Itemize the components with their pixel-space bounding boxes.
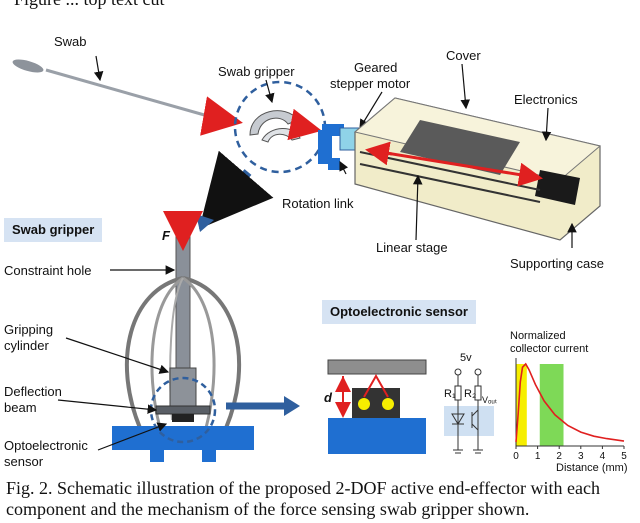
label-optoelectronic: Optoelectronic	[4, 438, 88, 453]
housing-part	[353, 97, 602, 241]
label-swab-gripper: Swab gripper	[218, 64, 295, 79]
chart-band-green	[539, 364, 564, 446]
chart-series-line	[515, 362, 625, 442]
chart-ylabel-line1: Normalized	[510, 330, 566, 342]
top-cut-text: Figure ... top text cut	[14, 0, 164, 10]
label-r1: R₁	[444, 388, 456, 400]
chart-xlabel: Distance (mm)	[556, 462, 628, 474]
label-deflection: Deflection	[4, 384, 62, 399]
label-distance-d: d	[324, 390, 332, 405]
chart-ylabel-line2: collector current	[510, 343, 589, 355]
label-cover: Cover	[446, 48, 481, 63]
optoelectronic-title-box: Optoelectronic sensor	[322, 300, 476, 324]
label-linear-stage: Linear stage	[376, 240, 448, 255]
gripper-detail	[112, 211, 254, 462]
label-5v: 5v	[460, 352, 472, 364]
label-force: F	[162, 228, 170, 243]
label-gripping: Gripping	[4, 322, 54, 337]
label-cylinder: cylinder	[4, 338, 49, 353]
chart-x-tick-label: 3	[578, 451, 584, 462]
gripper-part	[249, 110, 301, 143]
circuit-diagram	[444, 368, 494, 454]
chart-x-tick-label: 0	[513, 451, 519, 462]
label-stepper-motor: stepper motor	[330, 76, 411, 91]
label-rotation-link: Rotation link	[282, 196, 354, 211]
chart-x-tick-label: 2	[556, 451, 562, 462]
label-sensor: sensor	[4, 454, 44, 469]
label-geared: Geared	[354, 60, 398, 75]
figure-caption: Fig. 2. Schematic illustration of the pr…	[6, 478, 600, 519]
chart-x-tick-label: 1	[535, 451, 541, 462]
label-constraint-hole: Constraint hole	[4, 263, 92, 278]
collector-current-chart: 0 1 2 3 4 5	[513, 358, 627, 462]
label-supporting-case: Supporting case	[510, 256, 604, 271]
sensor-schematic	[327, 359, 427, 454]
label-r2: R₂	[464, 388, 477, 400]
chart-band-yellow	[516, 364, 527, 446]
label-beam: beam	[4, 400, 37, 415]
label-vout: Vₒᵤₜ	[482, 395, 498, 405]
label-electronics: Electronics	[514, 92, 578, 107]
swab-gripper-title-box: Swab gripper	[4, 218, 103, 242]
swab-drawing	[12, 59, 216, 120]
label-swab: Swab	[54, 34, 87, 49]
chart-x-tick-label: 5	[621, 451, 627, 462]
rotation-link-part	[318, 124, 361, 170]
chart-x-tick-label: 4	[600, 451, 606, 462]
